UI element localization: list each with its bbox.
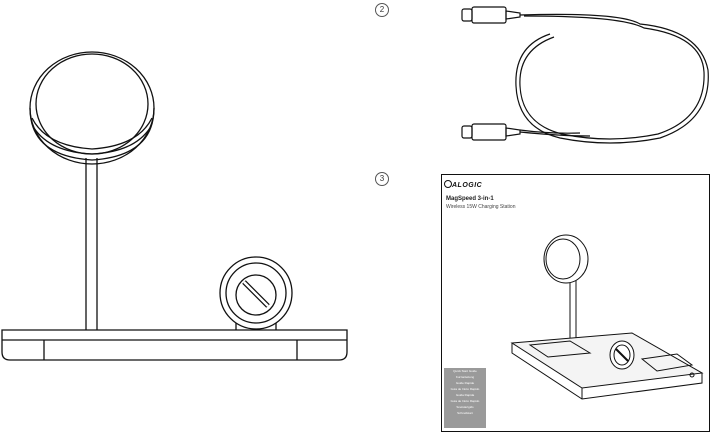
language-label: Schnellstart [457,411,473,415]
stand-pole [85,158,98,330]
watch-charger [219,256,293,330]
step-number-3: 3 [375,172,389,186]
language-label: Guida Rapida [455,393,475,397]
language-label: Guia de Inicio Rapido [450,399,480,403]
usb-c-cable-illustration [461,6,709,144]
product-subtitle: Wireless 15W Charging Station [446,204,516,210]
product-title: MagSpeed 3-in-1 [446,196,494,202]
magnetic-charging-pad [29,51,155,165]
language-label: Snelstartgids [456,405,474,409]
alogic-logo-icon [444,180,452,188]
stand-base [1,329,348,361]
language-label: Guide Rapide [455,381,475,385]
step-number-2: 2 [375,3,389,17]
guide-product-illustration [510,234,704,400]
quick-start-guide-cover: ALOGIC MagSpeed 3-in-1 Wireless 15W Char… [441,174,710,432]
language-index-panel: Quick Start Guide Kurzanleitung Guide Ra… [444,368,486,428]
language-label: Kurzanleitung [455,375,475,379]
language-label: Quick Start Guide [453,369,477,373]
brand-name: ALOGIC [452,182,483,189]
language-label: Guia de Inicio Rapido [450,387,480,391]
charging-stand-illustration [1,51,348,361]
